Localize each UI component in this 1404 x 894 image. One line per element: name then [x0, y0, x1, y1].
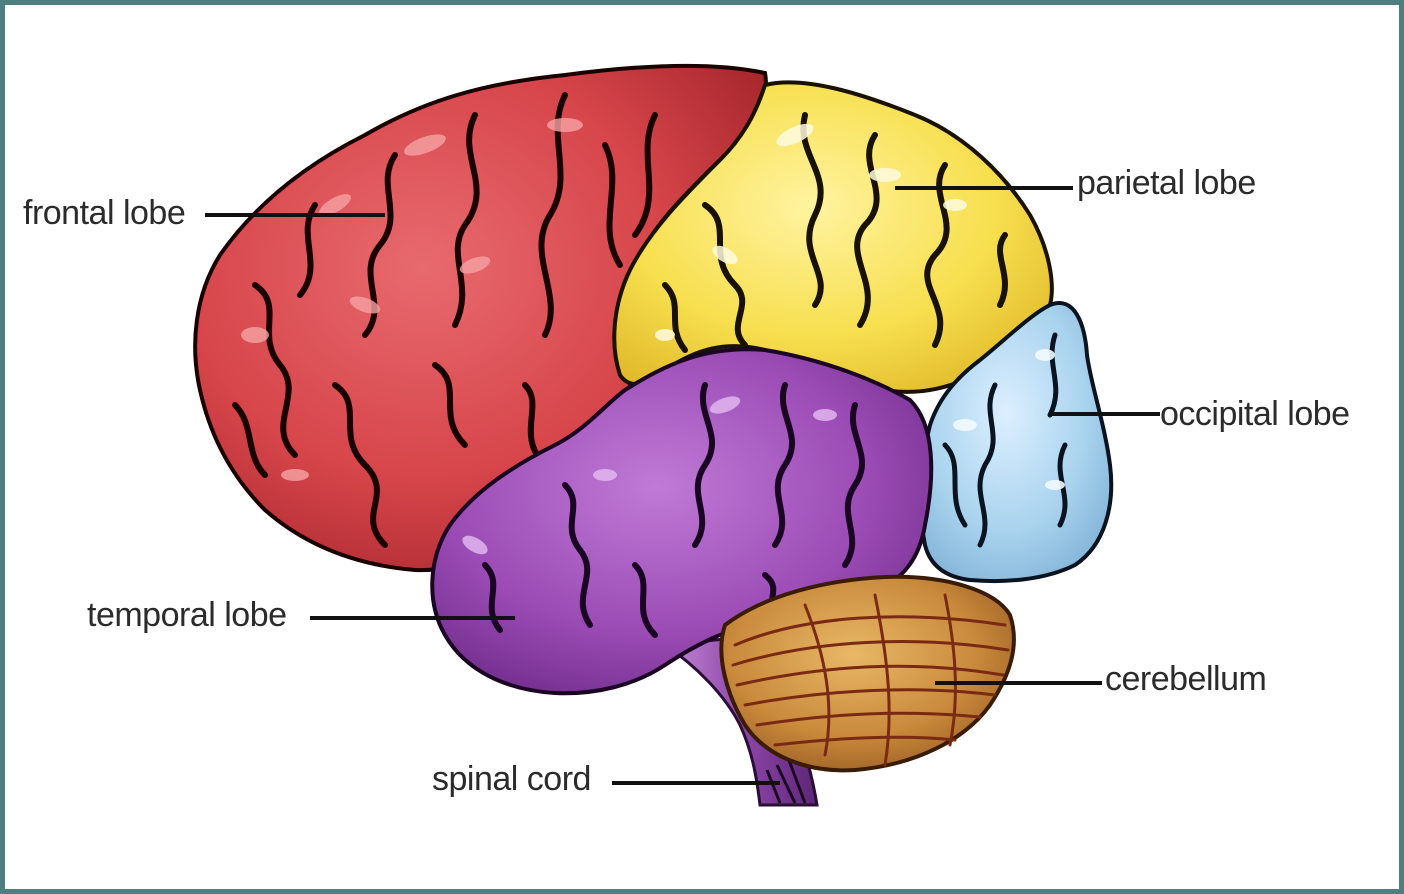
cerebellum-label: cerebellum — [1105, 660, 1267, 698]
brain-illustration — [193, 63, 1160, 807]
frontal-lobe-region — [193, 63, 768, 573]
parietal-lobe-label: parietal lobe — [1077, 164, 1256, 202]
temporal-lobe-label: temporal lobe — [87, 596, 287, 634]
occipital-lobe-label: occipital lobe — [1160, 395, 1350, 433]
frontal-lobe-label: frontal lobe — [23, 194, 186, 232]
spinal-cord-label: spinal cord — [432, 760, 591, 798]
cerebellum-region — [719, 574, 1016, 773]
occipital-lobe-region — [918, 301, 1114, 584]
leader-lines — [205, 186, 1160, 785]
parietal-lobe-region — [612, 80, 1054, 394]
